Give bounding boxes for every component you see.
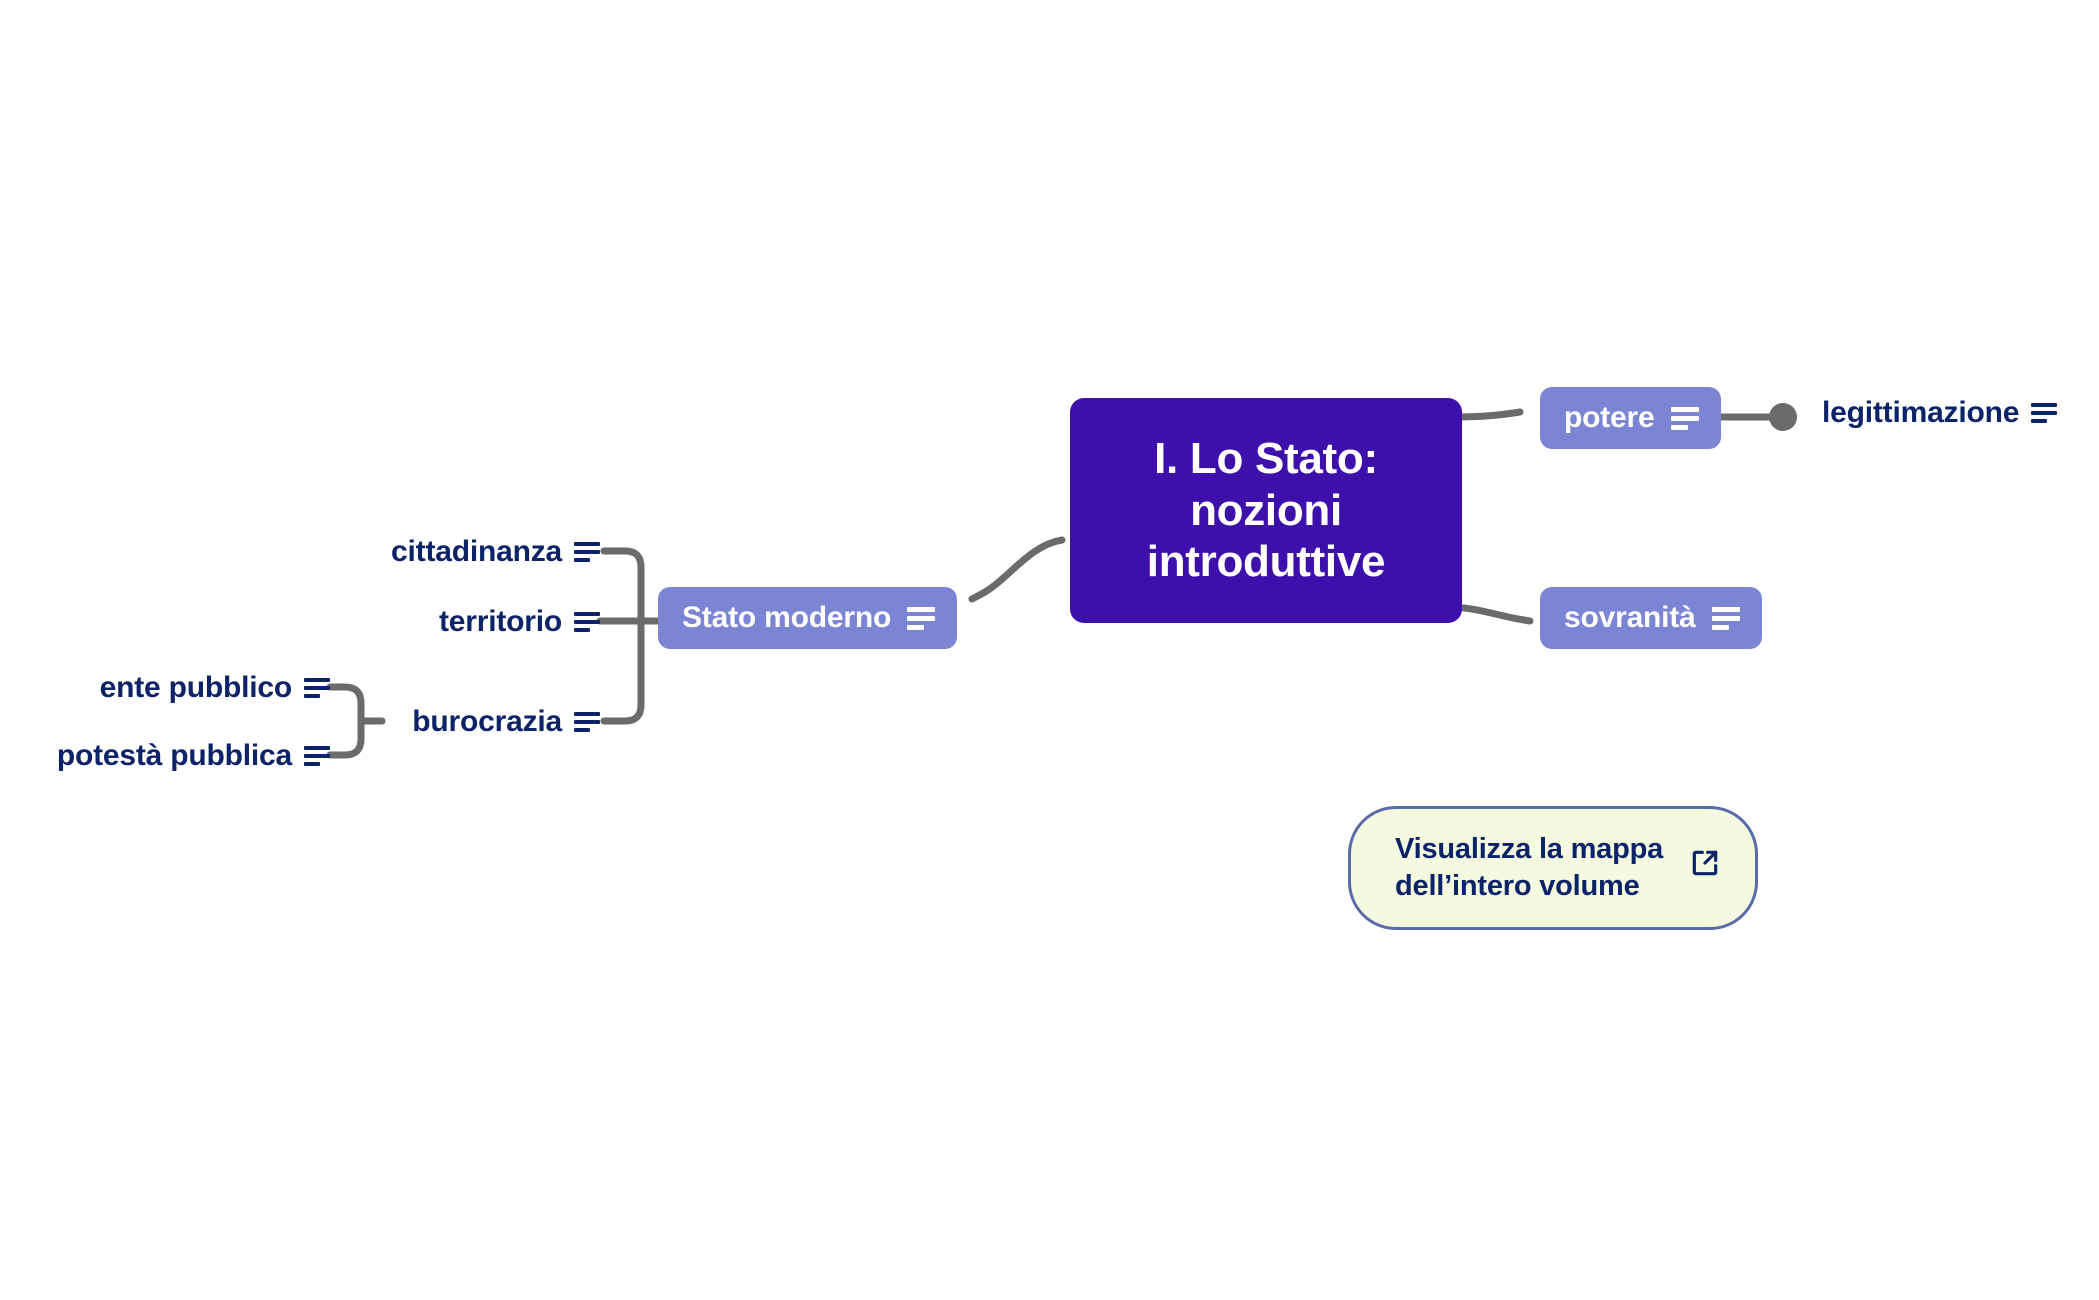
external-link-icon	[1689, 847, 1721, 889]
note-icon[interactable]	[574, 612, 600, 632]
node-sovranita[interactable]: sovranità	[1540, 587, 1762, 649]
note-icon[interactable]	[304, 678, 330, 698]
note-icon[interactable]	[1670, 406, 1699, 430]
node-potere-label: potere	[1564, 401, 1655, 434]
note-icon[interactable]	[574, 712, 600, 732]
node-stato-moderno[interactable]: Stato moderno	[658, 587, 958, 649]
node-potesta-pubblica[interactable]: potestà pubblica	[57, 739, 330, 773]
node-potesta-pubblica-label: potestà pubblica	[56, 739, 292, 772]
node-legittimazione[interactable]: legittimazione	[1822, 396, 2058, 430]
note-icon[interactable]	[1711, 606, 1740, 630]
edge-root-statomoderno	[968, 536, 1066, 603]
node-sovranita-label: sovranità	[1564, 601, 1696, 634]
note-icon[interactable]	[2031, 403, 2058, 423]
node-legittimazione-label: legittimazione	[1822, 396, 2020, 429]
note-icon[interactable]	[304, 746, 330, 766]
node-potere[interactable]: potere	[1540, 387, 1721, 449]
edge-bracket-burocrazia	[326, 683, 365, 759]
node-territorio[interactable]: territorio	[439, 605, 600, 639]
node-burocrazia-label: burocrazia	[412, 705, 562, 738]
node-stato-moderno-label: Stato moderno	[682, 601, 892, 634]
root-node[interactable]: I. Lo Stato: nozioni introduttive	[1070, 398, 1462, 623]
node-burocrazia[interactable]: burocrazia	[412, 705, 600, 739]
root-node-line-1: I. Lo Stato:	[1154, 434, 1378, 484]
node-ente-pubblico[interactable]: ente pubblico	[100, 671, 330, 705]
view-full-volume-map-button[interactable]: Visualizza la mappa dell’intero volume	[1348, 806, 1759, 931]
note-icon[interactable]	[574, 542, 600, 562]
root-node-line-3: introduttive	[1146, 537, 1386, 587]
root-node-line-2: nozioni	[1190, 485, 1342, 535]
node-territorio-label: territorio	[438, 605, 562, 638]
node-cittadinanza[interactable]: cittadinanza	[391, 535, 600, 569]
edge-bracket-statomoderno	[600, 547, 645, 725]
node-cittadinanza-label: cittadinanza	[391, 535, 562, 568]
view-full-volume-map-label: Visualizza la mappa dell’intero volume	[1395, 833, 1664, 903]
collapse-handle-dot	[1769, 403, 1797, 431]
note-icon[interactable]	[907, 606, 936, 630]
node-ente-pubblico-label: ente pubblico	[99, 671, 293, 704]
